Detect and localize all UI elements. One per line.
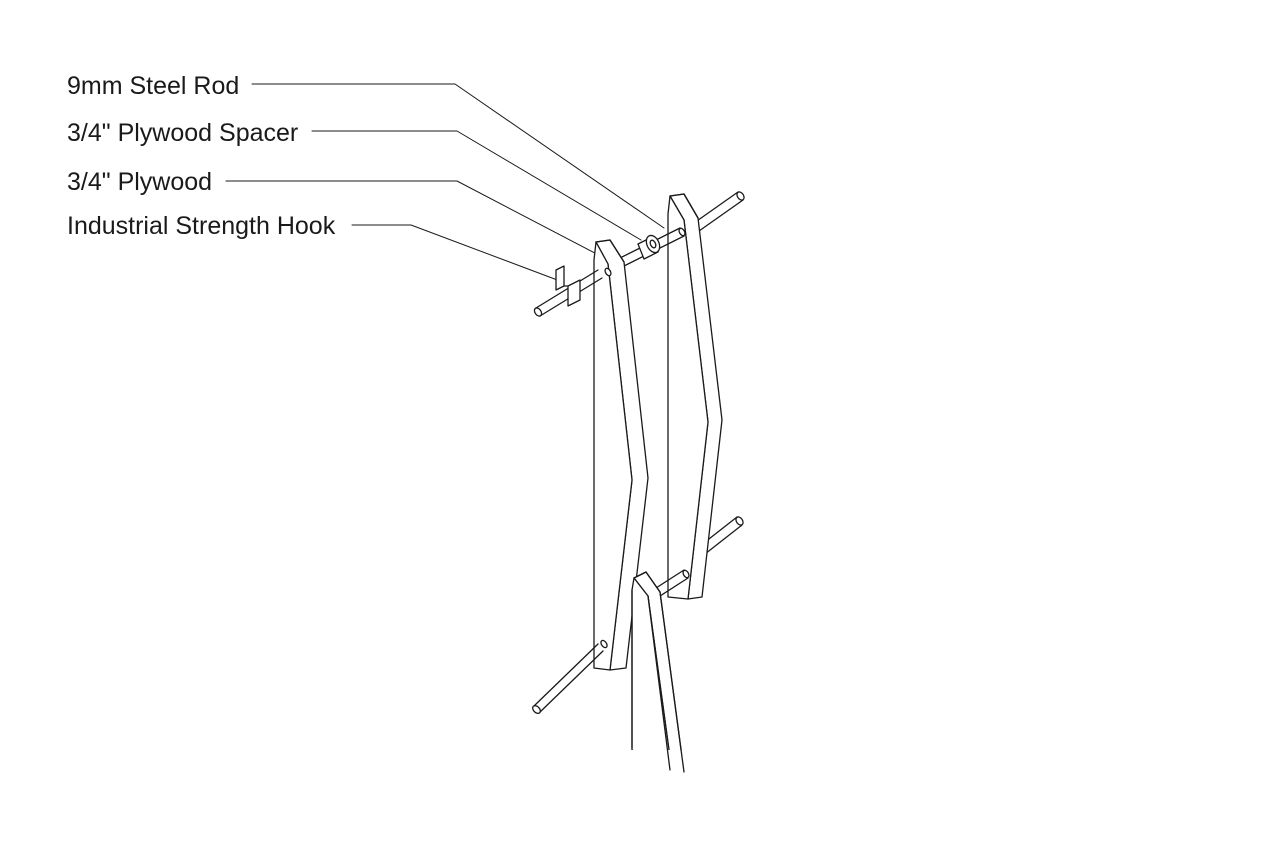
leader-line-plywood bbox=[225, 180, 613, 263]
leader-line-hook bbox=[351, 224, 561, 282]
plywood-panel-front bbox=[593, 239, 649, 671]
plywood-panel-lower bbox=[620, 571, 700, 790]
steel-rod-upper-back bbox=[693, 191, 745, 232]
plywood-spacer bbox=[637, 234, 661, 260]
leader-line-steel-rod bbox=[251, 83, 665, 229]
callout-label-plywood: 3/4" Plywood bbox=[67, 168, 212, 196]
callout-label-steel-rod: 9mm Steel Rod bbox=[67, 72, 239, 100]
callout-label-hook: Industrial Strength Hook bbox=[67, 212, 336, 240]
plywood-panel-rear bbox=[667, 193, 723, 600]
callout-label-plywood-spacer: 3/4" Plywood Spacer bbox=[67, 119, 298, 147]
leader-line-plywood-spacer bbox=[311, 130, 642, 241]
industrial-strength-hook bbox=[555, 265, 581, 307]
steel-rod-lower-front bbox=[532, 639, 608, 714]
